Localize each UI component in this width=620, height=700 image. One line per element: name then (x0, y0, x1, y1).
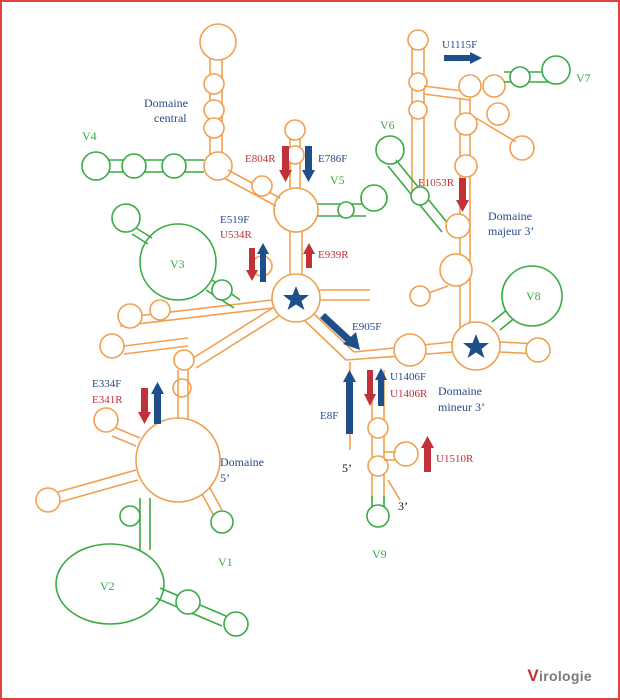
v5-stem-orange (284, 119, 306, 188)
arrow-e519f (257, 243, 269, 282)
e804r-label: E804R (245, 153, 276, 165)
v6-label: V6 (380, 118, 395, 132)
u1510r-label: U1510R (436, 453, 474, 465)
arrow-e341r (138, 388, 151, 424)
variable-region-labels: V1 V2 V3 V4 V5 V6 V7 V8 V9 (82, 71, 591, 593)
arrow-u1115f (444, 52, 482, 64)
domaine-central-structure (199, 23, 281, 207)
arrow-e8f (343, 370, 356, 434)
e1053r-label: E1053R (418, 177, 455, 189)
e8f-label: E8F (320, 410, 338, 422)
domaine-5-structure (35, 407, 234, 550)
arrow-e905f (320, 313, 360, 350)
domaine-central-label: Domaine (144, 96, 188, 110)
arrow-u1406r (364, 370, 376, 406)
e341r-label: E341R (92, 394, 123, 406)
logo-initial: V (527, 666, 540, 685)
arrow-e334f (151, 382, 164, 424)
domaine-5-label: Domaine (220, 455, 264, 469)
v1-label: V1 (218, 555, 233, 569)
v8-label: V8 (526, 289, 541, 303)
domaine-central-label-line2: central (154, 111, 187, 125)
domaine-mineur-label: Domaine (438, 384, 482, 398)
domaine-majeur-label-line2: majeur 3’ (488, 224, 534, 238)
v2-label: V2 (100, 579, 115, 593)
arrow-e786f (302, 146, 315, 182)
domaine-5-label-line2: 5’ (220, 471, 230, 485)
v9-label: V9 (372, 547, 387, 561)
u534r-label: U534R (220, 229, 252, 241)
primer-arrows (138, 52, 482, 472)
arrow-u1406f (375, 368, 387, 406)
e334f-label: E334F (92, 378, 121, 390)
v3-label: V3 (170, 257, 185, 271)
left-arm-loops (99, 299, 195, 422)
u1406r-label: U1406R (390, 388, 428, 400)
arrow-u534r (246, 248, 258, 281)
v4-branch (81, 151, 204, 181)
domain-labels: Domaine central Domaine majeur 3’ Domain… (144, 96, 534, 485)
five-prime-label: 5’ (342, 461, 352, 475)
logo-rest: irologie (539, 668, 592, 684)
domaine-majeur-label: Domaine (488, 209, 532, 223)
virologie-logo: Virologie (527, 666, 592, 686)
v5-base-loop (273, 187, 319, 233)
star-icon (463, 334, 489, 358)
e786f-label: E786F (318, 153, 347, 165)
u1406f-label: U1406F (390, 371, 426, 383)
v4-label: V4 (82, 129, 97, 143)
arrow-u1510r (421, 436, 434, 472)
u1115f-label: U1115F (442, 39, 477, 51)
v5-label: V5 (330, 173, 345, 187)
v2-branch (55, 543, 249, 637)
arrow-e1053r (456, 178, 469, 212)
domaine-mineur-label-line2: mineur 3’ (438, 400, 485, 414)
v7-label: V7 (576, 71, 591, 85)
v5-hairpin (318, 184, 388, 219)
domaine-majeur-structure (375, 29, 571, 371)
arrow-e939r (303, 243, 315, 268)
star-icon (283, 286, 309, 310)
e905f-label: E905F (352, 321, 381, 333)
primer-labels: E804R E786F E519F U534R E939R E905F E105… (92, 39, 477, 465)
e519f-label: E519F (220, 214, 249, 226)
e939r-label: E939R (318, 249, 349, 261)
arrow-e804r (279, 146, 292, 182)
three-prime-label: 3’ (398, 499, 408, 513)
terminus-labels: 5’ 3’ (342, 461, 408, 513)
